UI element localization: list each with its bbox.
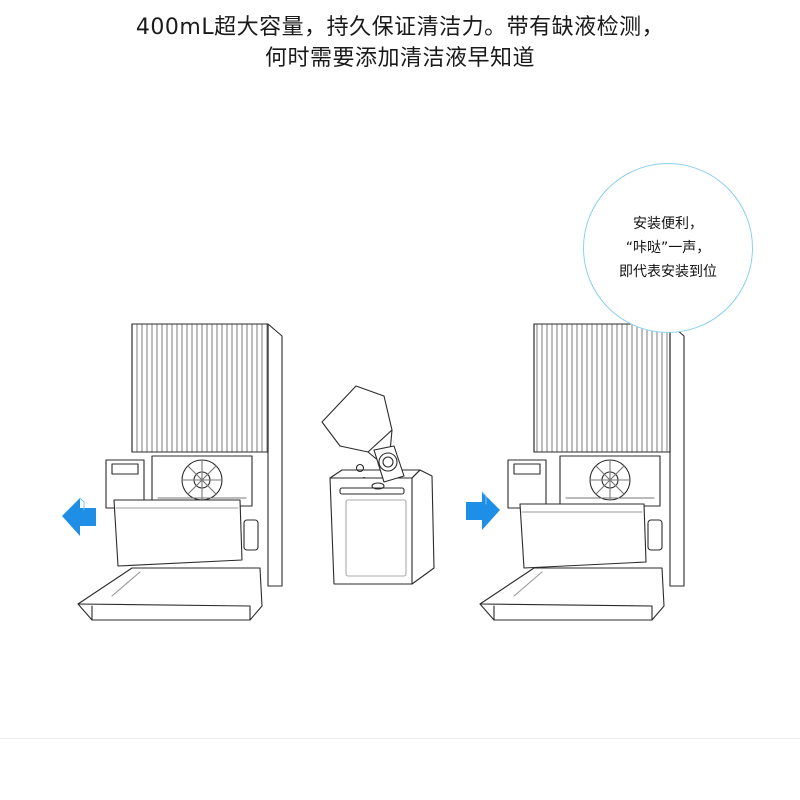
callout-bubble: 安装便利， “咔哒”一声， 即代表安装到位 — [583, 163, 753, 333]
bottom-divider — [0, 738, 800, 739]
callout-line-3: 即代表安装到位 — [619, 264, 717, 280]
headline-line-2: 何时需要添加清洁液早知道 — [264, 46, 535, 71]
arrow-left-icon — [62, 497, 96, 536]
dock-station-left — [77, 323, 283, 621]
arrow-right-icon — [466, 491, 500, 530]
callout-line-2: “咔哒”一声， — [625, 240, 711, 256]
dock-station-right — [479, 323, 685, 621]
refill-illustration — [321, 385, 435, 585]
headline: 400mL超大容量，持久保证清洁力。带有缺液检测， 何时需要添加清洁液早知道 — [0, 12, 800, 74]
headline-line-1: 400mL超大容量，持久保证清洁力。带有缺液检测， — [135, 15, 665, 40]
callout-line-1: 安装便利， — [633, 216, 703, 232]
